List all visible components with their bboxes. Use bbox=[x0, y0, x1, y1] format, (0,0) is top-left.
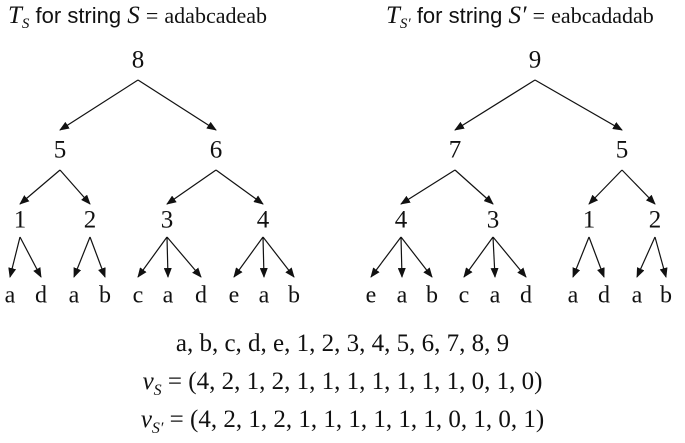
right-level1-node: 7 bbox=[449, 137, 462, 164]
left-leaf-node: a bbox=[69, 283, 80, 309]
vector-s-subscript: S bbox=[153, 382, 162, 399]
left-edge-l2-to-leaf bbox=[259, 236, 268, 278]
left-leaf-node: d bbox=[195, 283, 207, 309]
right-root-node: 9 bbox=[529, 47, 542, 74]
right-level1-node: 5 bbox=[616, 137, 629, 164]
vector-s-prime-line: vS′ = (4, 2, 1, 2, 1, 1, 1, 1, 1, 1, 0, … bbox=[0, 406, 685, 438]
right-leaf-node: d bbox=[598, 283, 610, 309]
vector-s-value: = (4, 2, 1, 2, 1, 1, 1, 1, 1, 1, 1, 0, 1… bbox=[167, 368, 543, 395]
left-edge-l2-to-leaf bbox=[19, 236, 42, 278]
right-leaf-node: c bbox=[459, 283, 470, 309]
right-edge-l1-to-l2 bbox=[400, 169, 456, 205]
vector-s-line: vS = (4, 2, 1, 2, 1, 1, 1, 1, 1, 1, 1, 0… bbox=[0, 368, 685, 400]
left-level2-node: 4 bbox=[257, 207, 270, 234]
right-leaf-node: a bbox=[397, 283, 408, 309]
left-level1-node: 5 bbox=[54, 137, 67, 164]
left-title-subscript: S bbox=[21, 16, 30, 32]
right-edge-l2-to-leaf bbox=[397, 236, 406, 278]
right-title-string-symbol: S′ bbox=[508, 2, 527, 29]
right-tree-title: TS′ for string S′ = eabcadadab bbox=[386, 2, 654, 33]
left-leaf-node: d bbox=[35, 283, 47, 309]
left-edge-l1-to-l2 bbox=[166, 169, 217, 205]
right-level2-node: 4 bbox=[395, 207, 408, 234]
left-title-text: for string bbox=[35, 3, 122, 28]
right-leaf-node: e bbox=[366, 283, 377, 309]
left-edge-l2-to-leaf bbox=[8, 236, 21, 278]
right-title-equals: = bbox=[532, 3, 546, 28]
right-edge-l2-to-leaf bbox=[490, 236, 499, 278]
left-leaf-node: a bbox=[259, 283, 270, 309]
left-leaf-node: c bbox=[133, 283, 144, 309]
right-leaf-node: d bbox=[520, 283, 532, 309]
left-leaf-node: b bbox=[99, 283, 111, 309]
vector-s-symbol: v bbox=[142, 368, 154, 395]
right-edge-l2-to-leaf bbox=[636, 236, 656, 278]
ordering-text: a, b, c, d, e, 1, 2, 3, 4, 5, 6, 7, 8, 9 bbox=[175, 330, 510, 357]
tree-edges bbox=[8, 79, 668, 278]
left-root-node: 8 bbox=[132, 47, 145, 74]
left-edge-l2-to-leaf bbox=[73, 236, 91, 278]
right-level2-node: 2 bbox=[649, 207, 662, 234]
right-edge-l2-to-leaf bbox=[654, 236, 668, 278]
right-title-text: for string bbox=[416, 3, 503, 28]
right-edge-l2-to-leaf bbox=[370, 236, 402, 278]
right-edge-root-to-l1 bbox=[534, 79, 623, 131]
left-leaf-node: b bbox=[288, 283, 300, 309]
left-edge-l1-to-l2 bbox=[215, 169, 264, 205]
left-edge-l2-to-leaf bbox=[89, 236, 106, 278]
vector-s-prime-value: = (4, 2, 1, 2, 1, 1, 1, 1, 1, 1, 0, 1, 0… bbox=[169, 406, 545, 433]
left-level2-node: 3 bbox=[161, 207, 174, 234]
right-edge-l2-to-leaf bbox=[492, 236, 527, 278]
right-edge-l2-to-leaf bbox=[588, 236, 605, 278]
vector-s-prime-symbol: v bbox=[140, 406, 152, 433]
right-leaf-node: a bbox=[490, 283, 501, 309]
vector-s-prime-subscript: S′ bbox=[151, 420, 164, 437]
left-edge-l2-to-leaf bbox=[163, 236, 172, 278]
left-edge-l1-to-l2 bbox=[19, 169, 61, 205]
right-edge-l1-to-l2 bbox=[621, 169, 656, 205]
right-edge-l1-to-l2 bbox=[588, 169, 623, 205]
right-leaf-node: b bbox=[660, 283, 672, 309]
left-level2-node: 1 bbox=[14, 207, 27, 234]
left-edge-l2-to-leaf bbox=[262, 236, 295, 278]
left-title-value: adabcadeab bbox=[164, 3, 268, 28]
right-edge-l2-to-leaf bbox=[572, 236, 590, 278]
right-edge-root-to-l1 bbox=[454, 79, 536, 131]
left-leaf-node: e bbox=[229, 283, 240, 309]
left-leaf-node: a bbox=[163, 283, 174, 309]
right-edge-l1-to-l2 bbox=[454, 169, 494, 205]
right-title-value: eabcadadab bbox=[551, 3, 654, 28]
left-edge-root-to-l1 bbox=[59, 79, 139, 131]
right-edge-l2-to-leaf bbox=[400, 236, 433, 278]
left-edge-l2-to-leaf bbox=[233, 236, 264, 278]
left-level1-node: 6 bbox=[210, 137, 223, 164]
left-tree-title: TS for string S = adabcadeab bbox=[8, 2, 267, 33]
right-edge-l2-to-leaf bbox=[463, 236, 494, 278]
right-leaf-node: a bbox=[568, 283, 579, 309]
right-level2-node: 3 bbox=[487, 207, 500, 234]
left-leaf-node: a bbox=[5, 283, 16, 309]
left-title-equals: = bbox=[145, 3, 159, 28]
left-level2-node: 2 bbox=[84, 207, 97, 234]
ordering-line: a, b, c, d, e, 1, 2, 3, 4, 5, 6, 7, 8, 9 bbox=[0, 330, 685, 358]
left-title-symbol: T bbox=[8, 2, 22, 29]
left-edge-l1-to-l2 bbox=[59, 169, 91, 205]
right-leaf-node: b bbox=[426, 283, 438, 309]
left-title-string-symbol: S bbox=[127, 2, 140, 29]
right-title-symbol: T bbox=[386, 2, 400, 29]
right-level2-node: 1 bbox=[583, 207, 596, 234]
right-title-subscript: S′ bbox=[399, 16, 411, 32]
left-edge-l2-to-leaf bbox=[137, 236, 168, 278]
left-edge-l2-to-leaf bbox=[166, 236, 202, 278]
right-leaf-node: a bbox=[632, 283, 643, 309]
left-edge-root-to-l1 bbox=[137, 79, 217, 131]
